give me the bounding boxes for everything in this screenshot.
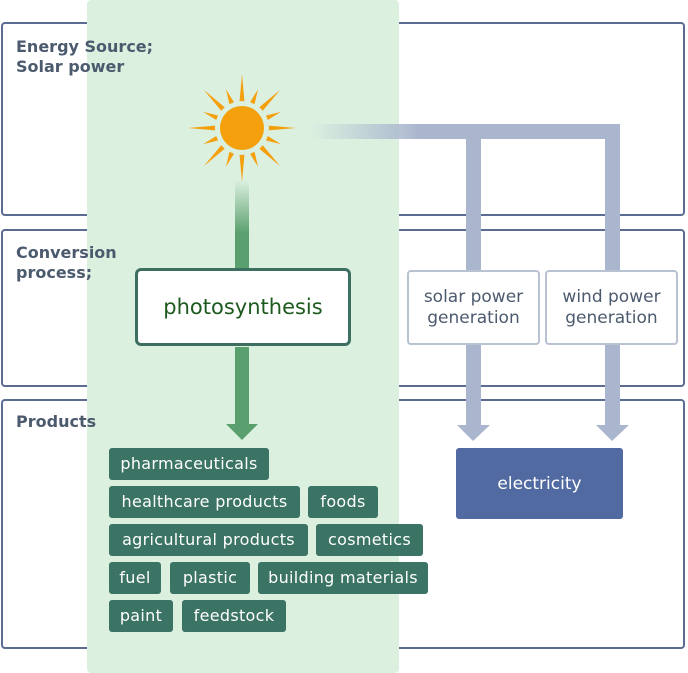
blue-arrow-horizontal	[310, 124, 620, 139]
sun-ray	[203, 136, 219, 145]
product-chip: building materials	[258, 562, 428, 594]
sun-ray	[239, 154, 245, 182]
product-chip: foods	[308, 486, 378, 518]
wind-power-generation-label: wind power generation	[562, 286, 661, 328]
sun-ray	[203, 111, 219, 120]
energy-source-label: Energy Source; Solar power	[16, 37, 154, 76]
green-arrow-bottom	[226, 347, 258, 440]
product-chip: paint	[109, 600, 173, 632]
sun-ray	[203, 145, 225, 167]
wind-power-generation-box: wind power generation	[545, 270, 678, 345]
sun-ray	[268, 125, 296, 131]
products-label: Products	[16, 412, 97, 431]
product-chip: plastic	[170, 562, 250, 594]
conversion-process-label: Conversion process;	[16, 243, 117, 282]
product-chip: healthcare products	[109, 486, 300, 518]
electricity-box: electricity	[456, 448, 623, 519]
product-chip: fuel	[109, 562, 161, 594]
product-chip: cosmetics	[316, 524, 423, 556]
sun-ray	[203, 89, 225, 111]
green-arrow-top	[235, 180, 249, 269]
sun-ray	[259, 145, 281, 167]
sun-ray	[259, 89, 281, 111]
sun-ray	[225, 151, 234, 167]
sun-icon	[188, 74, 296, 182]
solar-power-generation-label: solar power generation	[423, 286, 524, 328]
electricity-label: electricity	[497, 473, 582, 494]
sun-ray	[239, 74, 245, 102]
sun-ray	[250, 89, 259, 105]
product-chip: feedstock	[182, 600, 286, 632]
product-chip: agricultural products	[109, 524, 308, 556]
photosynthesis-label: photosynthesis	[163, 295, 323, 319]
sun-ray	[265, 111, 281, 120]
solar-power-generation-box: solar power generation	[407, 270, 540, 345]
sun-ray	[265, 136, 281, 145]
sun-ray	[250, 151, 259, 167]
sun-ray	[225, 89, 234, 105]
sun-ray	[188, 125, 216, 131]
product-chip: pharmaceuticals	[109, 448, 269, 480]
photosynthesis-box: photosynthesis	[135, 268, 351, 346]
